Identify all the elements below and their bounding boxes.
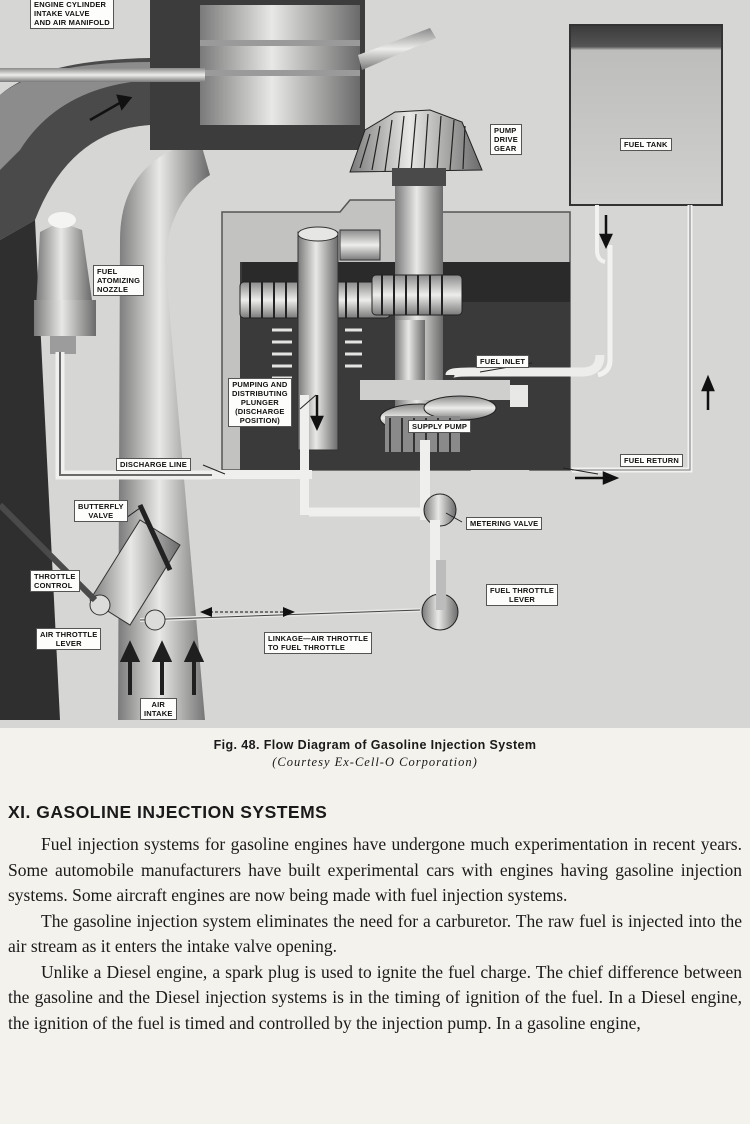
- label-butterfly-valve: BUTTERFLY VALVE: [74, 500, 128, 522]
- label-linkage: LINKAGE—AIR THROTTLE TO FUEL THROTTLE: [264, 632, 373, 654]
- paragraph: Unlike a Diesel engine, a spark plug is …: [8, 961, 742, 1033]
- label-fuel-atomizing-nozzle: FUEL ATOMIZING NOZZLE: [93, 265, 145, 296]
- label-pumping-plunger: PUMPING AND DISTRIBUTING PLUNGER (DISCHA…: [228, 378, 292, 427]
- section-heading: XI. GASOLINE INJECTION SYSTEMS: [8, 802, 328, 822]
- label-supply-pump: SUPPLY PUMP: [408, 420, 472, 433]
- label-fuel-inlet: FUEL INLET: [476, 355, 530, 368]
- label-throttle-control: THROTTLE CONTROL: [30, 570, 80, 592]
- label-engine-cylinder: ENGINE CYLINDER INTAKE VALVE AND AIR MAN…: [30, 0, 114, 29]
- paragraph: Fuel injection systems for gasoline engi…: [8, 834, 742, 905]
- label-fuel-return: FUEL RETURN: [620, 454, 683, 467]
- paragraph: The gasoline injection system eliminates…: [8, 910, 742, 957]
- figure-caption: Fig. 48. Flow Diagram of Gasoline Inject…: [0, 738, 750, 770]
- label-discharge-line: DISCHARGE LINE: [116, 458, 191, 471]
- body-text: Fuel injection systems for gasoline engi…: [8, 832, 742, 1036]
- label-metering-valve: METERING VALVE: [466, 517, 543, 530]
- injection-system-diagram: ENGINE CYLINDER INTAKE VALVE AND AIR MAN…: [0, 0, 750, 728]
- caption-credit: (Courtesy Ex-Cell-O Corporation): [272, 755, 478, 769]
- label-air-throttle-lever: AIR THROTTLE LEVER: [36, 628, 102, 650]
- diagram-artwork: [0, 0, 723, 720]
- label-fuel-tank: FUEL TANK: [620, 138, 672, 151]
- label-air-intake: AIR INTAKE: [140, 698, 177, 720]
- label-pump-drive-gear: PUMP DRIVE GEAR: [490, 124, 522, 155]
- caption-title: Fig. 48. Flow Diagram of Gasoline Inject…: [213, 738, 537, 752]
- label-fuel-throttle-lever: FUEL THROTTLE LEVER: [486, 584, 559, 606]
